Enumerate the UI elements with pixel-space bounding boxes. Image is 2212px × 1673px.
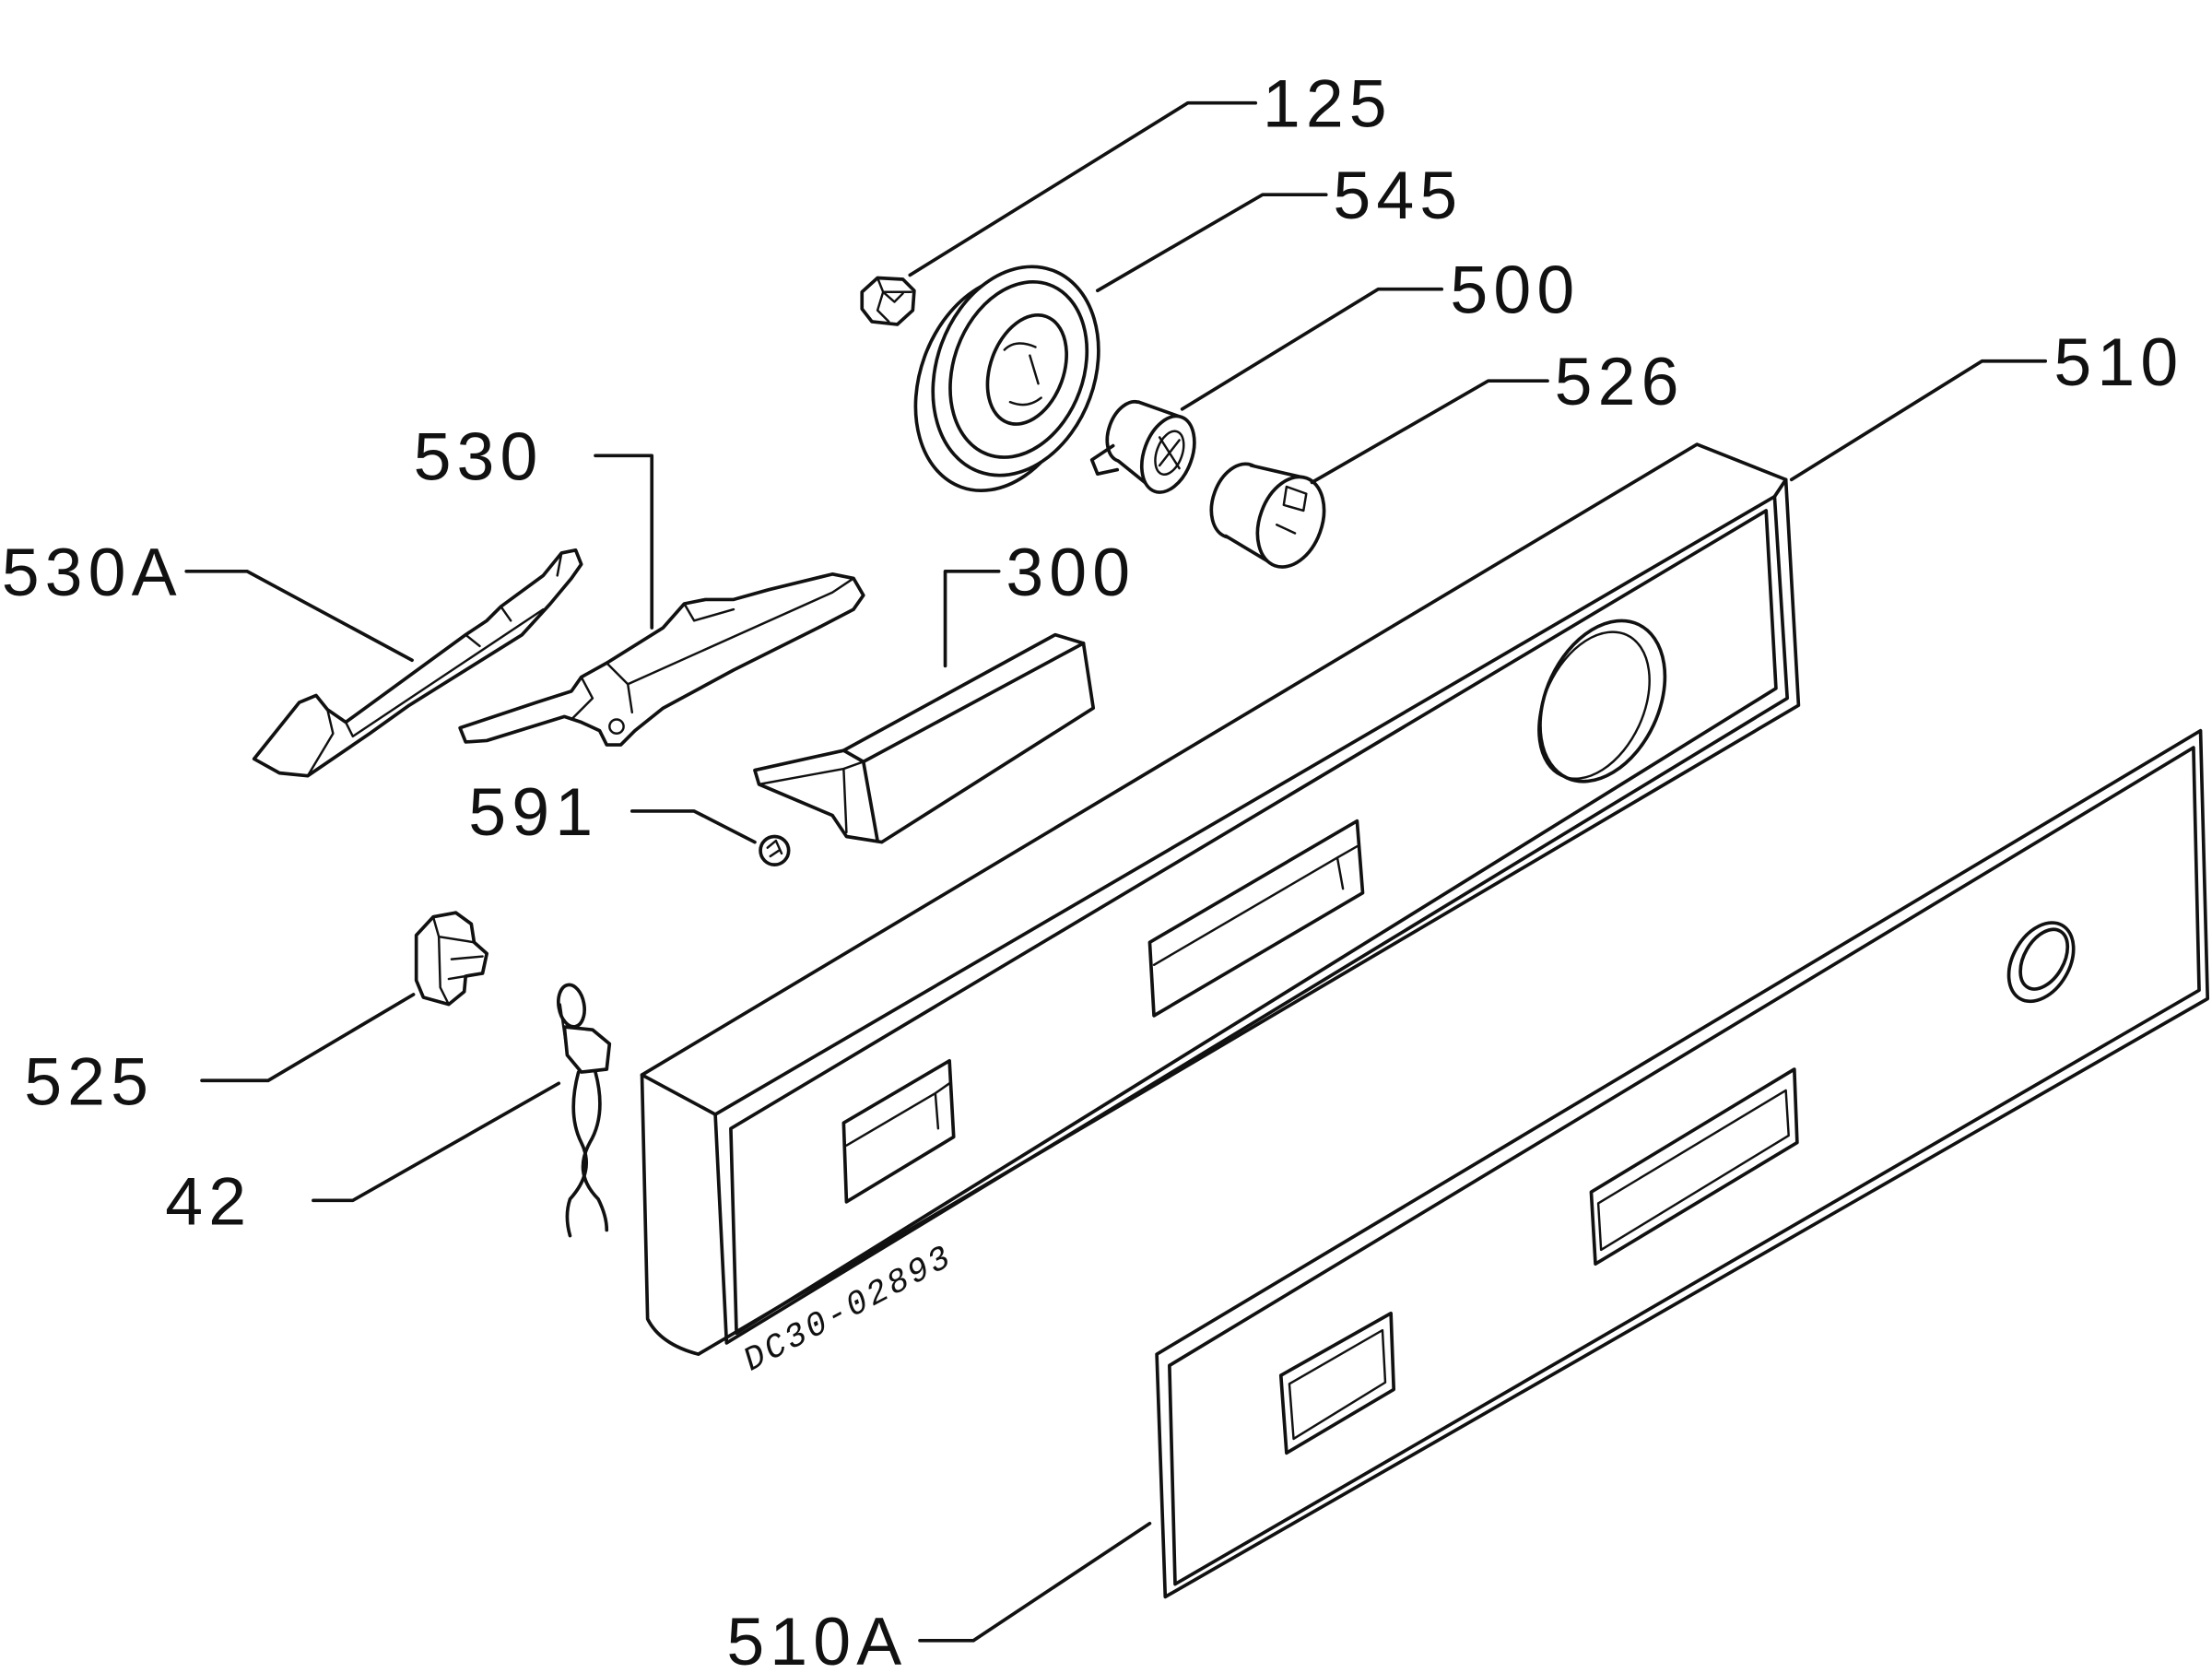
callout-label-591: 591 bbox=[468, 774, 598, 850]
part-510-control-panel bbox=[640, 442, 1801, 1356]
leader-line-42 bbox=[312, 1081, 561, 1203]
part-591-clip bbox=[759, 834, 791, 866]
callout-label-530: 530 bbox=[414, 418, 544, 494]
leader-line-510 bbox=[1789, 359, 2048, 482]
leader-line-545 bbox=[1095, 193, 1328, 293]
part-530A-lever bbox=[252, 548, 583, 778]
leader-line-500 bbox=[1180, 287, 1444, 411]
plate-510A-knob-ring bbox=[2006, 921, 2076, 1004]
callout-label-125: 125 bbox=[1263, 66, 1393, 142]
leader-line-300 bbox=[943, 569, 1001, 668]
leader-line-510A bbox=[918, 1521, 1152, 1643]
callout-label-510: 510 bbox=[2053, 324, 2183, 400]
leader-line-525 bbox=[200, 993, 416, 1083]
part-300-actuator-block bbox=[753, 632, 1096, 844]
part-526-knob bbox=[1209, 462, 1326, 569]
callout-label-300: 300 bbox=[1006, 535, 1135, 610]
plate-510A-button-window bbox=[1278, 1311, 1396, 1455]
plate-510A-display-window bbox=[1589, 1067, 1799, 1267]
leader-line-530 bbox=[594, 454, 654, 630]
part-125-nut bbox=[860, 276, 916, 326]
part-525-switch bbox=[414, 911, 489, 1007]
callout-label-42: 42 bbox=[165, 1163, 252, 1239]
part-545-knob-ring bbox=[913, 265, 1100, 493]
callout-label-510A: 510A bbox=[726, 1604, 907, 1673]
panel-510-display-window bbox=[1147, 819, 1365, 1018]
leader-line-530A bbox=[184, 569, 414, 663]
part-510A-front-plate bbox=[1155, 728, 2210, 1599]
callout-label-530A: 530A bbox=[2, 535, 182, 610]
leader-lines bbox=[184, 100, 2048, 1643]
part-42-wire-harness bbox=[557, 983, 612, 1238]
part-500-bush bbox=[1089, 399, 1196, 494]
panel-510-button-window bbox=[841, 1058, 956, 1204]
part-530-lever-assembly bbox=[458, 572, 865, 747]
callout-label-500: 500 bbox=[1450, 253, 1580, 328]
callout-labels: 125 545 500 526 510 530 530A 300 591 525… bbox=[2, 66, 2183, 1673]
leader-line-591 bbox=[629, 809, 757, 844]
callout-label-545: 545 bbox=[1333, 158, 1463, 233]
callout-label-525: 525 bbox=[24, 1043, 154, 1119]
leader-line-125 bbox=[908, 100, 1258, 277]
leader-line-526 bbox=[1310, 379, 1549, 485]
callout-label-526: 526 bbox=[1555, 344, 1685, 419]
